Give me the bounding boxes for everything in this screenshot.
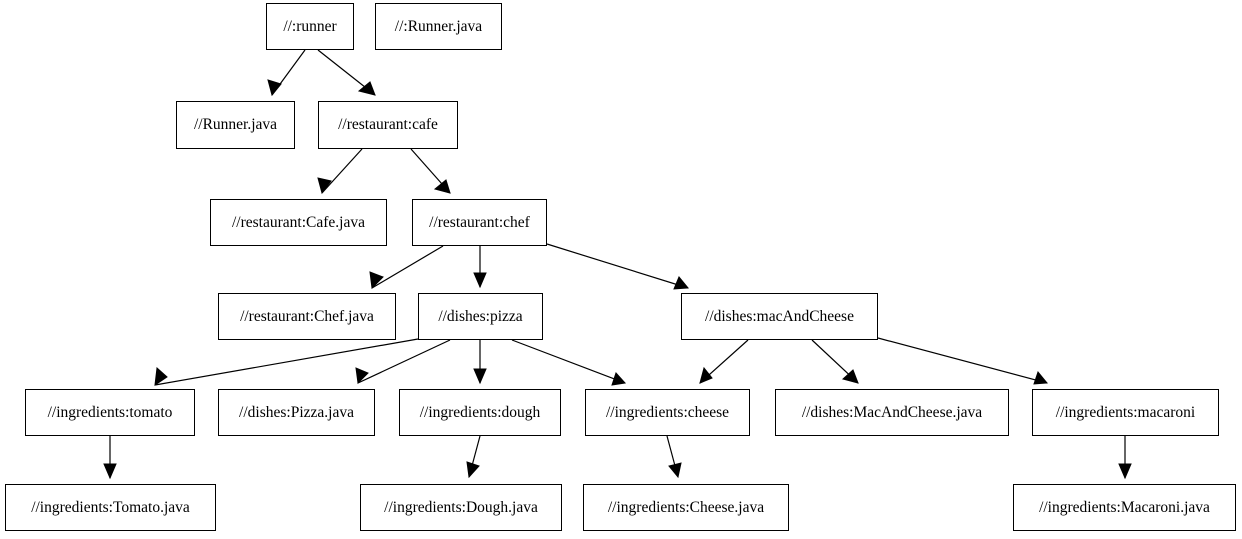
arrowhead-icon <box>668 462 682 479</box>
graph-node-dishes_pizza[interactable]: //dishes:pizza <box>418 293 543 340</box>
edge-ingredients_tomato-to-ingredients_tomato_java <box>103 436 117 480</box>
node-label: //dishes:MacAndCheese.java <box>801 403 983 421</box>
edge-line <box>317 49 376 96</box>
graph-node-ingredients_dough_java[interactable]: //ingredients:Dough.java <box>360 484 562 531</box>
edge-line <box>321 148 363 194</box>
arrowhead-icon <box>841 369 859 384</box>
edge-line <box>666 435 679 478</box>
node-label: //ingredients:Macaroni.java <box>1039 498 1210 516</box>
node-label: //ingredients:Tomato.java <box>31 498 190 516</box>
node-label: //:runner <box>283 17 337 35</box>
node-label: //Runner.java <box>193 116 278 134</box>
arrowhead-icon <box>673 276 689 290</box>
node-label: //ingredients:dough <box>419 403 541 421</box>
edge-line <box>371 245 444 289</box>
graph-node-dishes_pizza_java[interactable]: //dishes:Pizza.java <box>218 389 375 436</box>
edge-restaurant_chef-to-dishes_macandcheese <box>546 243 689 290</box>
edge-line <box>511 339 626 384</box>
node-label: //restaurant:cafe <box>338 116 438 134</box>
edge-line <box>410 148 451 194</box>
graph-node-restaurant_cafe_java[interactable]: //restaurant:Cafe.java <box>210 199 387 246</box>
node-label: //ingredients:Dough.java <box>384 498 538 516</box>
graph-node-runner_java[interactable]: //Runner.java <box>176 101 295 149</box>
edge-ingredients_macaroni-to-ingredients_macaroni_java <box>1118 436 1132 480</box>
node-label: //ingredients:Cheese.java <box>607 498 765 516</box>
edge-line <box>699 339 749 384</box>
arrowhead-icon <box>154 366 168 387</box>
graph-node-ingredients_tomato_java[interactable]: //ingredients:Tomato.java <box>5 484 216 531</box>
graph-node-restaurant_chef_java[interactable]: //restaurant:Chef.java <box>218 293 396 340</box>
arrowhead-icon <box>267 79 282 97</box>
edge-dishes_pizza-to-ingredients_cheese <box>511 339 626 386</box>
edge-dishes_macandcheese-to-ingredients_macaroni <box>877 337 1048 385</box>
graph-node-ingredients_macaroni_java[interactable]: //ingredients:Macaroni.java <box>1013 484 1236 531</box>
graph-node-ingredients_cheese_java[interactable]: //ingredients:Cheese.java <box>583 484 789 531</box>
graph-node-ingredients_macaroni[interactable]: //ingredients:macaroni <box>1032 389 1219 436</box>
edge-dishes_pizza-to-ingredients_tomato <box>154 338 419 387</box>
edge-runner-to-runner_java <box>267 49 306 97</box>
node-label: //ingredients:cheese <box>605 403 730 421</box>
arrowhead-icon <box>611 372 626 386</box>
edge-line <box>357 339 451 384</box>
node-label: //restaurant:Cafe.java <box>232 213 365 231</box>
edge-line <box>546 243 689 289</box>
graph-node-restaurant_chef[interactable]: //restaurant:chef <box>412 199 547 246</box>
edge-restaurant_cafe-to-restaurant_cafe_java <box>317 148 363 195</box>
arrowhead-icon <box>1118 463 1132 480</box>
graph-node-ingredients_dough[interactable]: //ingredients:dough <box>399 389 561 436</box>
edge-restaurant_cafe-to-restaurant_chef <box>410 148 451 194</box>
node-label: //ingredients:tomato <box>47 403 173 421</box>
node-label: //ingredients:macaroni <box>1055 403 1196 421</box>
edge-dishes_macandcheese-to-dishes_macandcheese_java <box>811 339 859 384</box>
graph-node-ingredients_cheese[interactable]: //ingredients:cheese <box>585 389 750 436</box>
arrowhead-icon <box>473 272 487 289</box>
node-label: //restaurant:chef <box>429 213 530 231</box>
arrowhead-icon <box>357 81 376 96</box>
edge-ingredients_dough-to-ingredients_dough_java <box>466 435 481 479</box>
arrowhead-icon <box>369 271 384 290</box>
graph-node-dishes_macandcheese[interactable]: //dishes:macAndCheese <box>681 293 878 340</box>
edge-dishes_pizza-to-dishes_pizza_java <box>355 339 451 385</box>
edge-dishes_pizza-to-ingredients_dough <box>473 340 487 385</box>
edge-line <box>271 49 306 96</box>
node-label: //dishes:macAndCheese <box>705 307 854 325</box>
edge-dishes_macandcheese-to-ingredients_cheese <box>699 339 749 384</box>
node-label: //dishes:Pizza.java <box>239 403 354 421</box>
edge-line <box>877 337 1048 384</box>
edge-restaurant_chef-to-dishes_pizza <box>473 246 487 289</box>
node-label: //:Runner.java <box>394 17 483 35</box>
node-label: //restaurant:Chef.java <box>240 307 374 325</box>
graph-node-ingredients_tomato[interactable]: //ingredients:tomato <box>25 389 195 436</box>
graph-node-dishes_macandcheese_java[interactable]: //dishes:MacAndCheese.java <box>775 389 1009 436</box>
arrowhead-icon <box>433 179 451 194</box>
arrowhead-icon <box>473 368 487 385</box>
edge-restaurant_chef-to-restaurant_chef_java <box>369 245 444 290</box>
arrowhead-icon <box>699 366 713 384</box>
node-label: //dishes:pizza <box>438 307 523 325</box>
arrowhead-icon <box>466 461 480 479</box>
edge-ingredients_cheese-to-ingredients_cheese_java <box>666 435 682 479</box>
edge-runner-to-restaurant_cafe <box>317 49 376 96</box>
arrowhead-icon <box>1033 370 1048 385</box>
arrowhead-icon <box>103 463 117 480</box>
arrowhead-icon <box>317 177 332 195</box>
graph-node-restaurant_cafe[interactable]: //restaurant:cafe <box>318 101 458 149</box>
graph-node-runner[interactable]: //:runner <box>266 3 354 50</box>
graph-node-runner_java_root[interactable]: //:Runner.java <box>375 3 502 50</box>
edge-line <box>468 435 481 478</box>
edge-line <box>154 338 419 386</box>
edge-line <box>811 339 859 384</box>
arrowhead-icon <box>355 367 369 385</box>
